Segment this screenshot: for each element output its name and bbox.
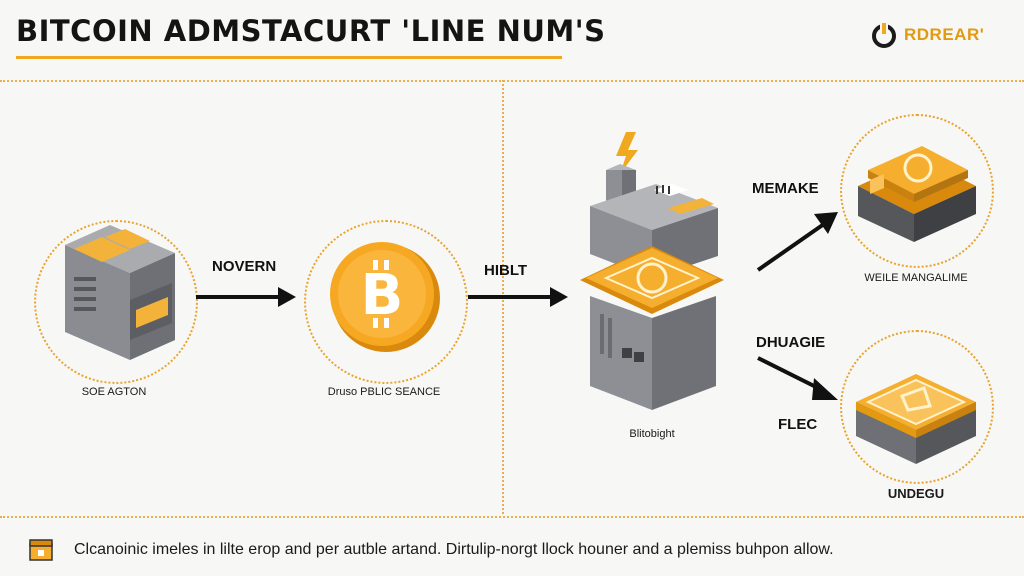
top-right-label: WEILE MANGALIME (864, 272, 968, 284)
top-divider (0, 80, 1024, 82)
footer-caption: Clcanoinic imeles in lilte erop and per … (74, 541, 834, 558)
arrow-label-5: FLEC (778, 416, 818, 433)
power-icon (872, 21, 896, 48)
storage-block-icon (856, 374, 976, 464)
title-underline (16, 56, 562, 59)
top-right-ring (840, 114, 994, 268)
source-ring (34, 220, 198, 384)
arrow-label-2: HIBLT (484, 262, 528, 279)
processing-block-icon (858, 146, 976, 242)
coin-label: Druso PBLIC SEANCE (327, 386, 441, 398)
block-tower-icon (580, 132, 724, 410)
brand-name: RDREAR' (904, 25, 985, 44)
arrow-up-right-icon (756, 212, 838, 272)
arrow-right-icon (196, 287, 296, 307)
svg-text:B: B (361, 263, 404, 328)
page-title: BITCOIN ADMSTACURT 'LINE NUM'S (16, 14, 606, 48)
bottom-right-ring (840, 330, 994, 484)
arrow-right-icon (468, 287, 568, 307)
coin-ring (304, 220, 468, 384)
arrow-down-right-icon (757, 356, 838, 400)
bitcoin-icon: B (330, 242, 440, 352)
source-label: SOE AGTON (81, 386, 147, 398)
arrow-label-3: MEMAKE (752, 180, 819, 197)
arrow-label-4: DHUAGIE (756, 334, 826, 351)
server-icon (65, 225, 175, 360)
brand-logo: RDREAR' (870, 20, 984, 50)
arrow-label-1: NOVERN (212, 258, 277, 275)
bottom-divider (0, 516, 1024, 518)
block-label: Blitobight (629, 428, 675, 440)
box-icon (29, 539, 53, 561)
bottom-right-label: UNDEGU (887, 486, 945, 501)
